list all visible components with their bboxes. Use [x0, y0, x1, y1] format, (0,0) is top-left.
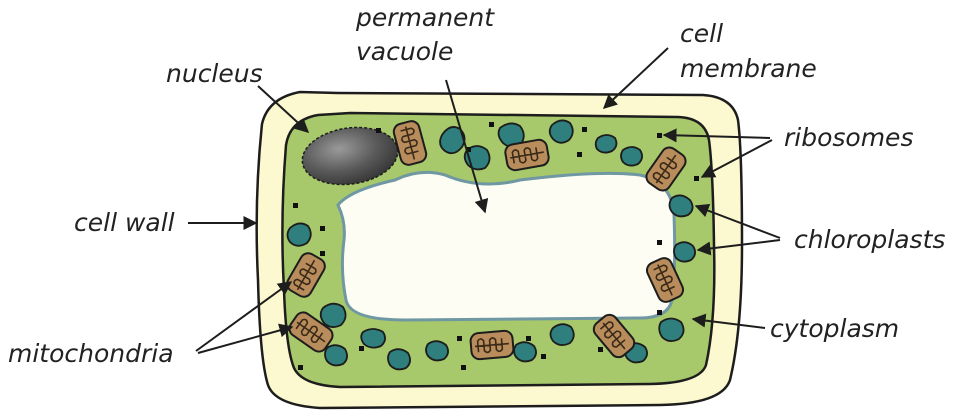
- chloroplast: [319, 302, 347, 328]
- chloroplast: [594, 134, 618, 154]
- ribosome: [582, 127, 587, 132]
- ribosome: [489, 122, 494, 127]
- chloroplasts-label: chloroplasts: [794, 225, 945, 254]
- nucleus-arrow: [257, 85, 310, 133]
- chloroplast: [513, 341, 537, 363]
- cell-wall-label: cell wall: [74, 208, 175, 237]
- chloroplast: [439, 126, 466, 155]
- chloroplast-arrow-1: [694, 203, 781, 239]
- permanent-vacuole: [336, 170, 677, 322]
- ribosome: [298, 365, 303, 370]
- chloroplast: [620, 146, 643, 167]
- nucleus-label: nucleus: [166, 59, 263, 88]
- ribosome: [577, 152, 582, 157]
- ribosome: [293, 203, 298, 208]
- ribosome-arrow-2: [700, 139, 773, 178]
- ribosomes-group: [293, 122, 699, 370]
- ribosomes-label: ribosomes: [784, 123, 913, 152]
- chloroplast: [286, 222, 312, 247]
- permanent-vacuole-label-line2: vacuole: [356, 37, 453, 66]
- ribosome: [320, 226, 325, 231]
- vacuole-arrow: [445, 79, 489, 214]
- ribosome: [694, 176, 699, 181]
- cytoplasm-label: cytoplasm: [770, 314, 899, 343]
- ribosome: [320, 251, 325, 256]
- chloroplast: [360, 328, 386, 349]
- mitochondria-label: mitochondria: [8, 339, 174, 368]
- label-arrows: [188, 47, 781, 354]
- ribosome: [526, 336, 531, 341]
- chloroplast: [548, 119, 574, 144]
- cytoplasm-arrow: [691, 313, 766, 329]
- ribosome: [457, 336, 462, 341]
- mitochondria-arrow-2: [197, 323, 294, 354]
- chloroplast: [668, 194, 694, 218]
- chloroplasts-group: [286, 119, 696, 371]
- ribosome: [461, 365, 466, 370]
- ribosome: [466, 147, 471, 152]
- membrane-arrow: [602, 47, 669, 109]
- ribosome: [541, 354, 546, 359]
- chloroplast-arrow-2: [696, 239, 781, 256]
- cell-membrane-label-line1: cell: [680, 19, 723, 48]
- mitochondrion: [468, 329, 516, 361]
- cell-membrane-label-line2: membrane: [680, 54, 817, 83]
- ribosome: [657, 310, 662, 315]
- mitochondria-arrow-1: [195, 281, 293, 352]
- ribosome: [598, 347, 603, 352]
- chloroplast: [549, 323, 575, 346]
- chloroplast: [387, 348, 411, 371]
- chloroplast: [425, 340, 449, 362]
- chloroplast: [673, 241, 696, 263]
- ribosome: [376, 128, 381, 133]
- ribosome-arrow-1: [662, 128, 771, 143]
- chloroplast: [658, 317, 685, 342]
- ribosome: [657, 240, 662, 245]
- permanent-vacuole-label-line1: permanent: [355, 3, 495, 32]
- chloroplast: [324, 344, 348, 367]
- ribosome: [657, 133, 662, 138]
- ribosome: [359, 346, 364, 351]
